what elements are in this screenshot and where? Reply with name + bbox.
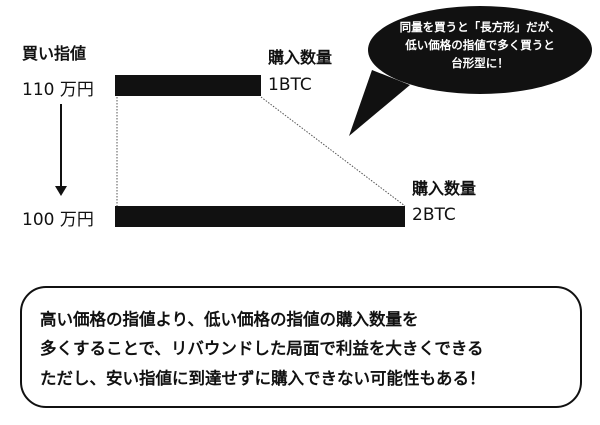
price-high: 110 万円 (22, 80, 94, 100)
down-arrow-icon (55, 104, 67, 196)
bar-2btc (115, 206, 405, 227)
note-line: 高い価格の指値より、低い価格の指値の購入数量を (40, 310, 419, 329)
note-line: 多くすることで、リバウンドした局面で利益を大きくできる (40, 339, 484, 358)
bar-1btc (115, 75, 261, 96)
qty-title-top: 購入数量 (268, 48, 333, 67)
bubble-line: 台形型に！ (451, 56, 509, 70)
bubble-line: 低い価格の指値で多く買うと (405, 38, 555, 52)
right-dotted-edge (260, 96, 406, 207)
speech-bubble (349, 6, 592, 136)
price-low: 100 万円 (22, 210, 94, 230)
note-box: 高い価格の指値より、低い価格の指値の購入数量を 多くすることで、リバウンドした局… (20, 286, 582, 408)
qty-bottom: 2BTC (412, 205, 456, 225)
bubble-text: 同量を買うと「長方形」だが、 低い価格の指値で多く買うと 台形型に！ (375, 18, 585, 72)
limit-price-title: 買い指値 (22, 44, 87, 63)
qty-title-bottom: 購入数量 (412, 179, 477, 198)
note-line: ただし、安い指値に到達せずに購入できない可能性もある！ (40, 369, 486, 388)
bubble-line: 同量を買うと「長方形」だが、 (399, 20, 561, 34)
qty-top: 1BTC (268, 75, 312, 95)
